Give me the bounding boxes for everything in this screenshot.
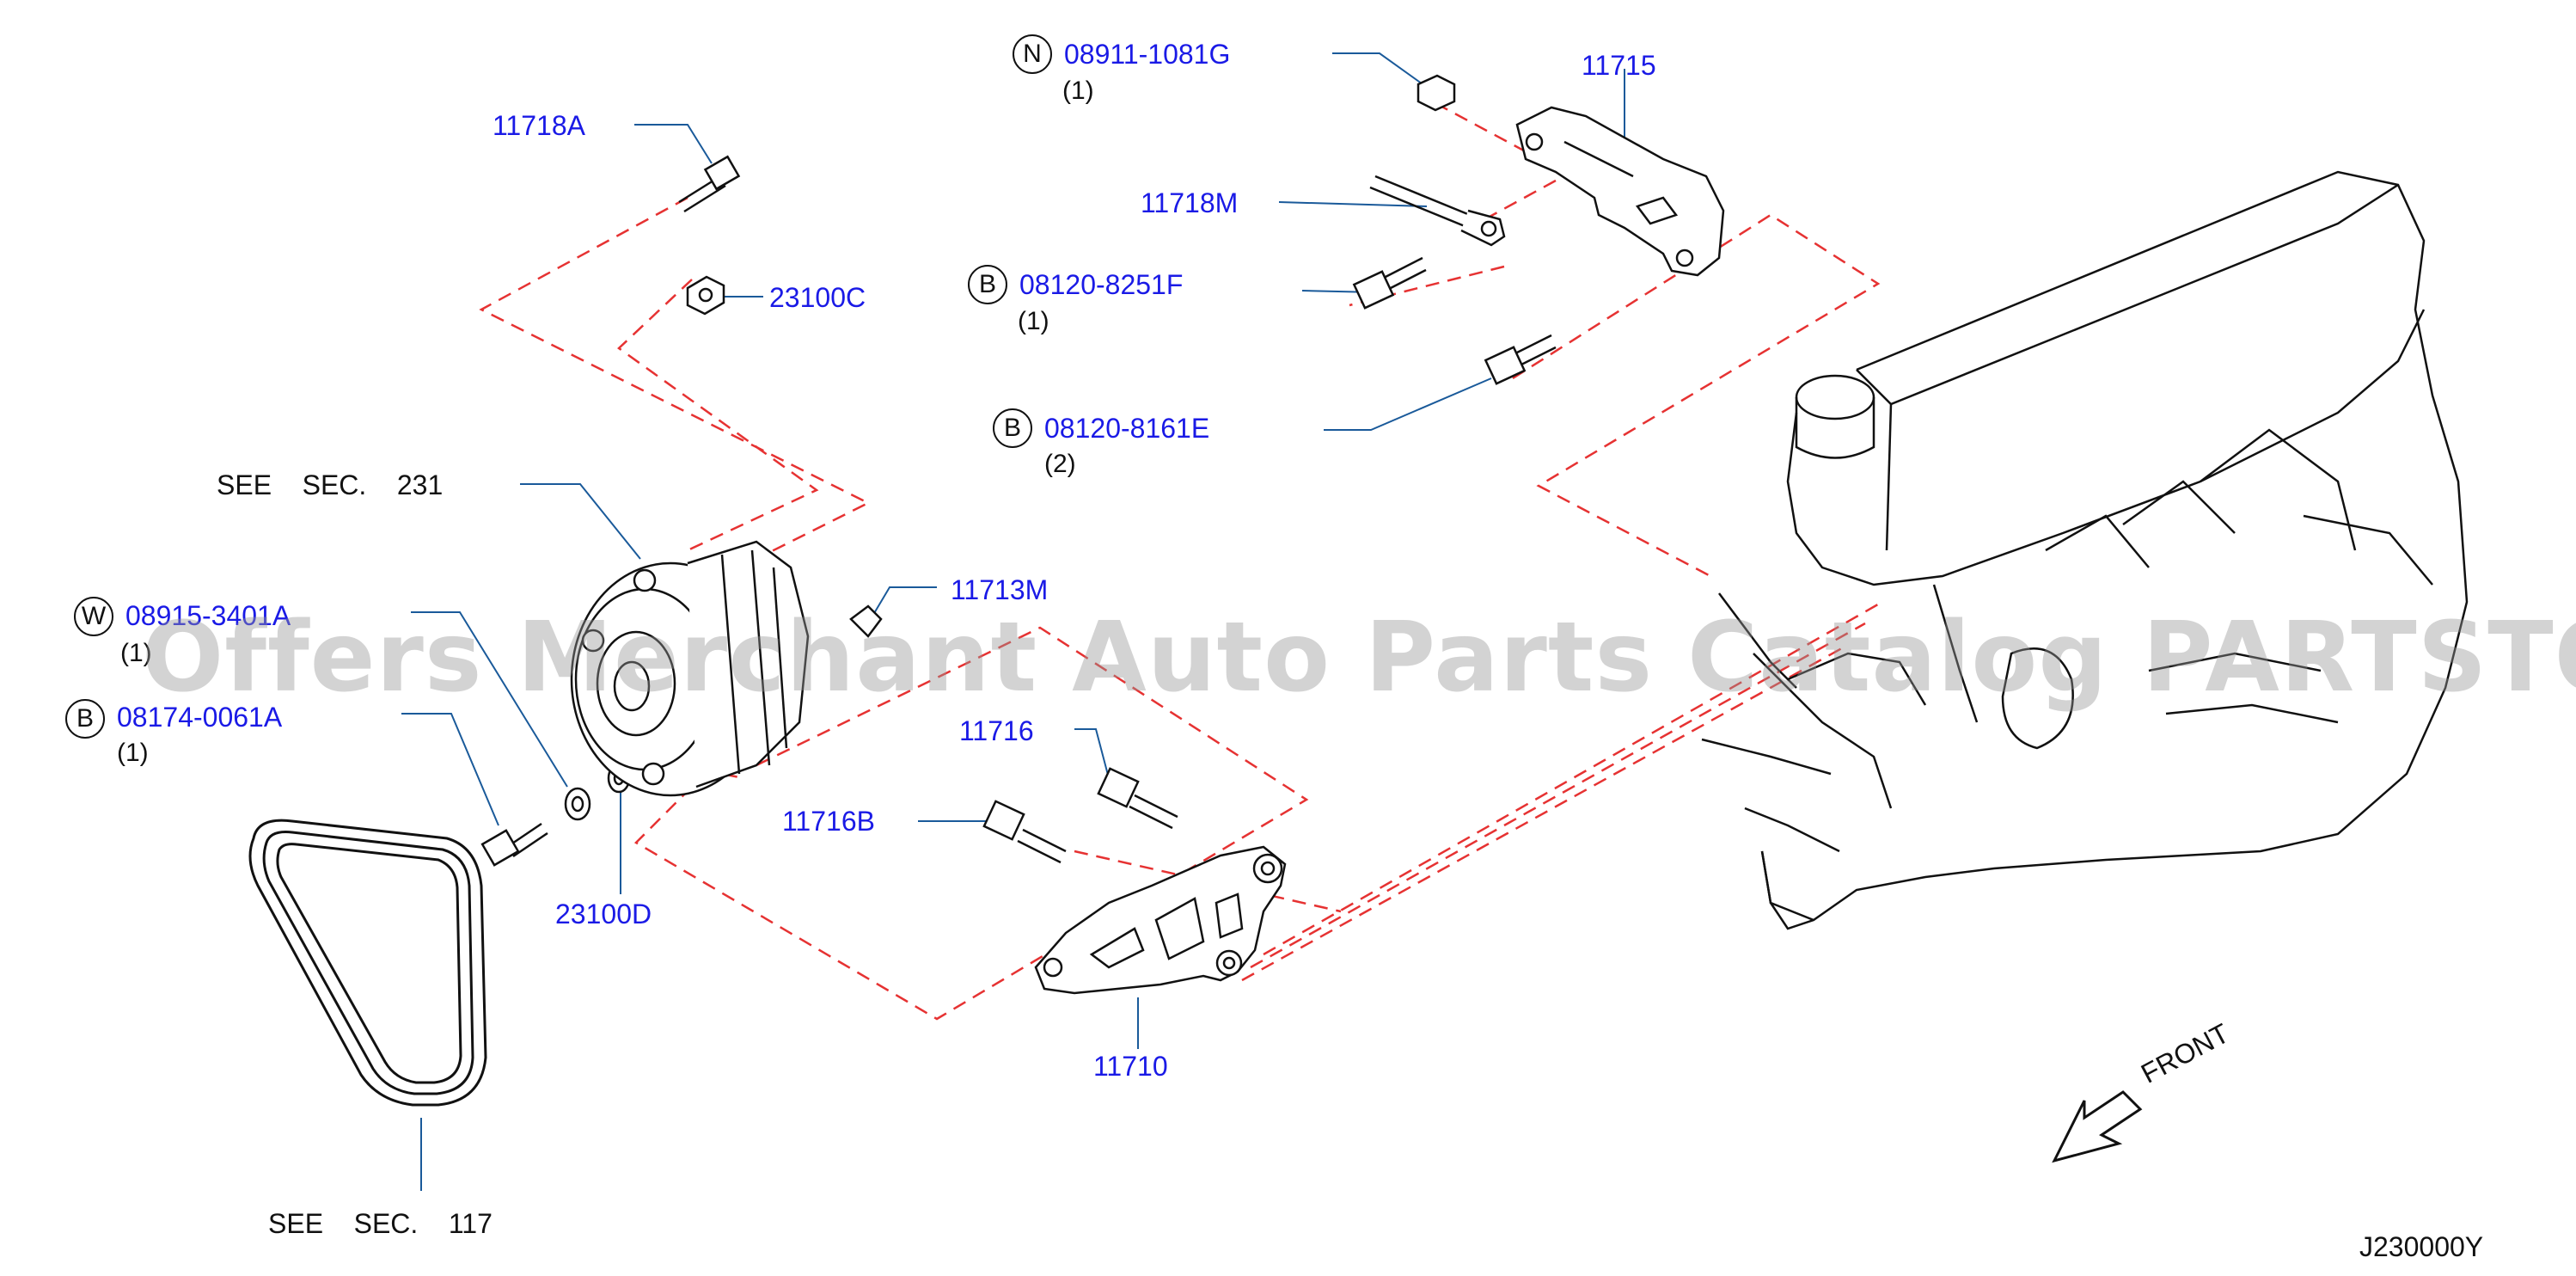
bolt-08120F bbox=[1352, 256, 1427, 310]
part-label-08120-8251F[interactable]: 08120-8251F bbox=[1019, 269, 1184, 300]
bracket-11715 bbox=[1515, 106, 1725, 277]
part-label-08120-8161E[interactable]: 08120-8161E bbox=[1044, 413, 1210, 444]
nut-23100C bbox=[686, 275, 725, 316]
quantity-08120E: (2) bbox=[1044, 450, 1076, 478]
see-section-117[interactable]: SEE SEC. 117 bbox=[268, 1208, 493, 1239]
diagram-code: J230000Y bbox=[2359, 1231, 2484, 1262]
quantity-08174: (1) bbox=[117, 739, 149, 767]
bolt-08120E bbox=[1484, 334, 1557, 385]
quantity-08911: (1) bbox=[1062, 77, 1094, 105]
bracket-11710 bbox=[1034, 845, 1287, 995]
watermark-text: Offers Merchant Auto Parts Catalog PARTS… bbox=[142, 602, 2576, 714]
bolt-11716 bbox=[1097, 767, 1178, 830]
badge-w: W bbox=[74, 597, 113, 636]
front-arrow bbox=[2052, 1090, 2143, 1163]
hardware-parts bbox=[480, 74, 1557, 867]
badge-b-08174: B bbox=[65, 699, 105, 739]
part-label-23100C[interactable]: 23100C bbox=[769, 282, 866, 313]
quantity-08915: (1) bbox=[120, 639, 152, 667]
washer-08915 bbox=[564, 787, 591, 821]
badge-b-08120F: B bbox=[968, 265, 1007, 304]
part-label-11715[interactable]: 11715 bbox=[1582, 50, 1656, 81]
part-label-08174-0061A[interactable]: 08174-0061A bbox=[117, 702, 283, 733]
drive-belt bbox=[248, 819, 487, 1107]
engine-block bbox=[1701, 170, 2469, 930]
part-label-11716[interactable]: 11716 bbox=[959, 715, 1034, 746]
bolt-11718A bbox=[678, 155, 741, 213]
leader-lines bbox=[401, 52, 1625, 1191]
bolt-11716B bbox=[982, 800, 1067, 864]
nut-08911 bbox=[1416, 74, 1456, 112]
badge-n: N bbox=[1013, 34, 1052, 74]
bolt-11718M bbox=[1369, 175, 1506, 247]
part-label-08911-1081G[interactable]: 08911-1081G bbox=[1064, 39, 1231, 70]
part-label-08915-3401A[interactable]: 08915-3401A bbox=[125, 600, 291, 631]
part-label-23100D[interactable]: 23100D bbox=[555, 899, 652, 929]
part-label-11716B[interactable]: 11716B bbox=[782, 806, 875, 837]
part-label-11718M[interactable]: 11718M bbox=[1141, 187, 1239, 218]
see-section-231[interactable]: SEE SEC. 231 bbox=[217, 469, 444, 500]
part-label-11718A[interactable]: 11718A bbox=[493, 110, 585, 141]
bolt-08174 bbox=[480, 822, 548, 867]
part-label-11713M[interactable]: 11713M bbox=[951, 574, 1049, 605]
quantity-08120F: (1) bbox=[1018, 307, 1049, 335]
badge-b-08120E: B bbox=[993, 408, 1032, 448]
part-label-11710[interactable]: 11710 bbox=[1093, 1051, 1168, 1082]
clip-11713M bbox=[849, 604, 883, 638]
alternator bbox=[570, 540, 810, 797]
